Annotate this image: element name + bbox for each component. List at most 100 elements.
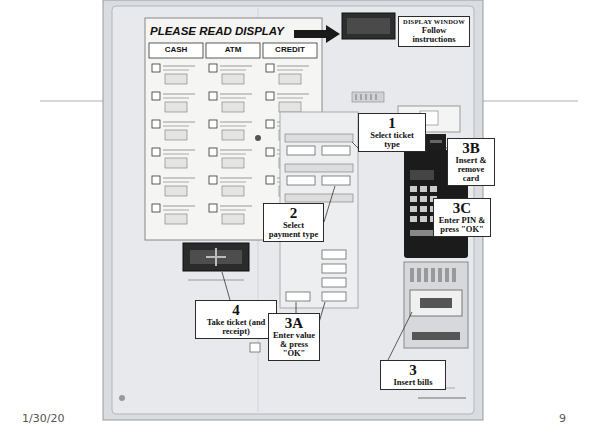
callout-text: Enter value & press "OK" bbox=[272, 331, 316, 358]
pin-pad bbox=[410, 170, 434, 180]
display-window bbox=[342, 13, 395, 39]
instruction-panel bbox=[152, 204, 195, 224]
callout-text: Follow instructions bbox=[402, 26, 466, 44]
button-panel bbox=[285, 194, 353, 202]
machine-housing bbox=[103, 0, 483, 420]
display-window bbox=[342, 13, 395, 39]
button-panel bbox=[285, 164, 353, 172]
callout-box: 3Insert bills bbox=[380, 360, 446, 390]
button-panel bbox=[285, 134, 353, 142]
top-grille bbox=[361, 94, 362, 100]
instruction-panel bbox=[209, 92, 252, 112]
leader-lines bbox=[324, 186, 335, 222]
bill-acceptor bbox=[420, 298, 452, 308]
pin-pad bbox=[410, 206, 417, 212]
callout-box: 4Take ticket (and receipt) bbox=[195, 300, 277, 339]
callout-box: 3CEnter PIN & press "OK" bbox=[433, 198, 491, 237]
slide-footer: 1/30/20 bbox=[22, 412, 64, 425]
pin-pad bbox=[410, 216, 417, 222]
read-display-arrow bbox=[294, 25, 340, 43]
callout-text: Select ticket type bbox=[362, 131, 422, 149]
button-panel bbox=[322, 264, 346, 273]
bill-acceptor bbox=[438, 268, 442, 282]
ticket-slot bbox=[183, 243, 249, 271]
button-panel bbox=[250, 343, 260, 352]
instruction-panel bbox=[266, 92, 309, 112]
instruction-panel bbox=[206, 43, 260, 58]
top-grille bbox=[352, 92, 384, 102]
bill-acceptor bbox=[404, 262, 468, 348]
callout-box: DISPLAY WINDOWFollow instructions bbox=[398, 16, 470, 47]
bill-acceptor bbox=[412, 332, 460, 340]
button-panel bbox=[322, 146, 350, 155]
callout-text: Select payment type bbox=[267, 221, 320, 239]
ticket-slot bbox=[188, 280, 244, 281]
callout-box: 1Select ticket type bbox=[358, 113, 426, 152]
button-panel bbox=[322, 292, 346, 301]
callout-number: 1 bbox=[362, 116, 422, 131]
button-panel bbox=[322, 278, 346, 287]
card-reader bbox=[430, 140, 442, 143]
button-panel bbox=[286, 292, 310, 301]
bill-acceptor bbox=[452, 268, 456, 282]
callout-number: 4 bbox=[199, 303, 273, 318]
leader-lines bbox=[222, 272, 230, 300]
maker-plate bbox=[119, 395, 125, 401]
instruction-panel bbox=[149, 43, 203, 58]
instruction-panel bbox=[263, 43, 317, 58]
bill-acceptor bbox=[417, 268, 421, 282]
display-window bbox=[347, 18, 390, 34]
top-grille bbox=[366, 94, 367, 100]
bill-acceptor bbox=[404, 262, 468, 348]
instruction-panel bbox=[209, 64, 252, 84]
pin-pad bbox=[410, 196, 417, 202]
machine-housing bbox=[112, 6, 474, 414]
bill-acceptor bbox=[445, 268, 449, 282]
callout-number: 3A bbox=[272, 316, 316, 331]
pin-pad bbox=[420, 186, 427, 192]
instruction-panel bbox=[152, 148, 195, 168]
column-heading: CASH bbox=[149, 45, 203, 54]
slide-rules bbox=[478, 101, 578, 102]
maker-plate bbox=[119, 388, 466, 401]
pin-pad bbox=[420, 206, 427, 212]
button-panel bbox=[322, 176, 350, 185]
slide-footer: 9 bbox=[559, 412, 566, 425]
callout-number: 3B bbox=[451, 141, 491, 156]
pin-pad bbox=[420, 196, 427, 202]
callout-text: Insert bills bbox=[384, 378, 442, 387]
top-grille bbox=[376, 94, 377, 100]
instruction-panel bbox=[266, 64, 309, 84]
instruction-panel bbox=[152, 176, 195, 196]
top-grille bbox=[356, 94, 357, 100]
callout-text: Take ticket (and receipt) bbox=[199, 318, 273, 336]
screw bbox=[255, 135, 261, 141]
bill-acceptor bbox=[410, 268, 414, 282]
callout-box: 3BInsert & remove card bbox=[447, 138, 495, 186]
instruction-panel bbox=[152, 64, 195, 84]
callout-number: 3C bbox=[437, 201, 487, 216]
callout-number: 2 bbox=[267, 206, 320, 221]
instruction-panel bbox=[152, 92, 195, 112]
button-panel bbox=[287, 176, 315, 185]
pin-pad bbox=[420, 216, 427, 222]
button-panel bbox=[322, 250, 346, 259]
read-display-arrow bbox=[294, 25, 340, 43]
ticket-slot bbox=[206, 256, 226, 258]
callout-number: 3 bbox=[384, 363, 442, 378]
column-heading: CREDIT bbox=[263, 45, 317, 54]
bill-acceptor bbox=[431, 268, 435, 282]
callout-box: 2Select payment type bbox=[263, 203, 324, 242]
ticket-slot bbox=[183, 243, 249, 280]
button-panel bbox=[287, 146, 315, 155]
bill-acceptor bbox=[410, 290, 462, 316]
maker-plate bbox=[418, 397, 466, 399]
machine-housing bbox=[103, 0, 483, 420]
callout-text: Enter PIN & press "OK" bbox=[437, 216, 487, 234]
instruction-panel bbox=[209, 148, 252, 168]
callout-box: 3AEnter value & press "OK" bbox=[268, 313, 320, 361]
callout-text: Insert & remove card bbox=[451, 156, 491, 183]
top-grille bbox=[371, 94, 372, 100]
column-heading: ATM bbox=[206, 45, 260, 54]
